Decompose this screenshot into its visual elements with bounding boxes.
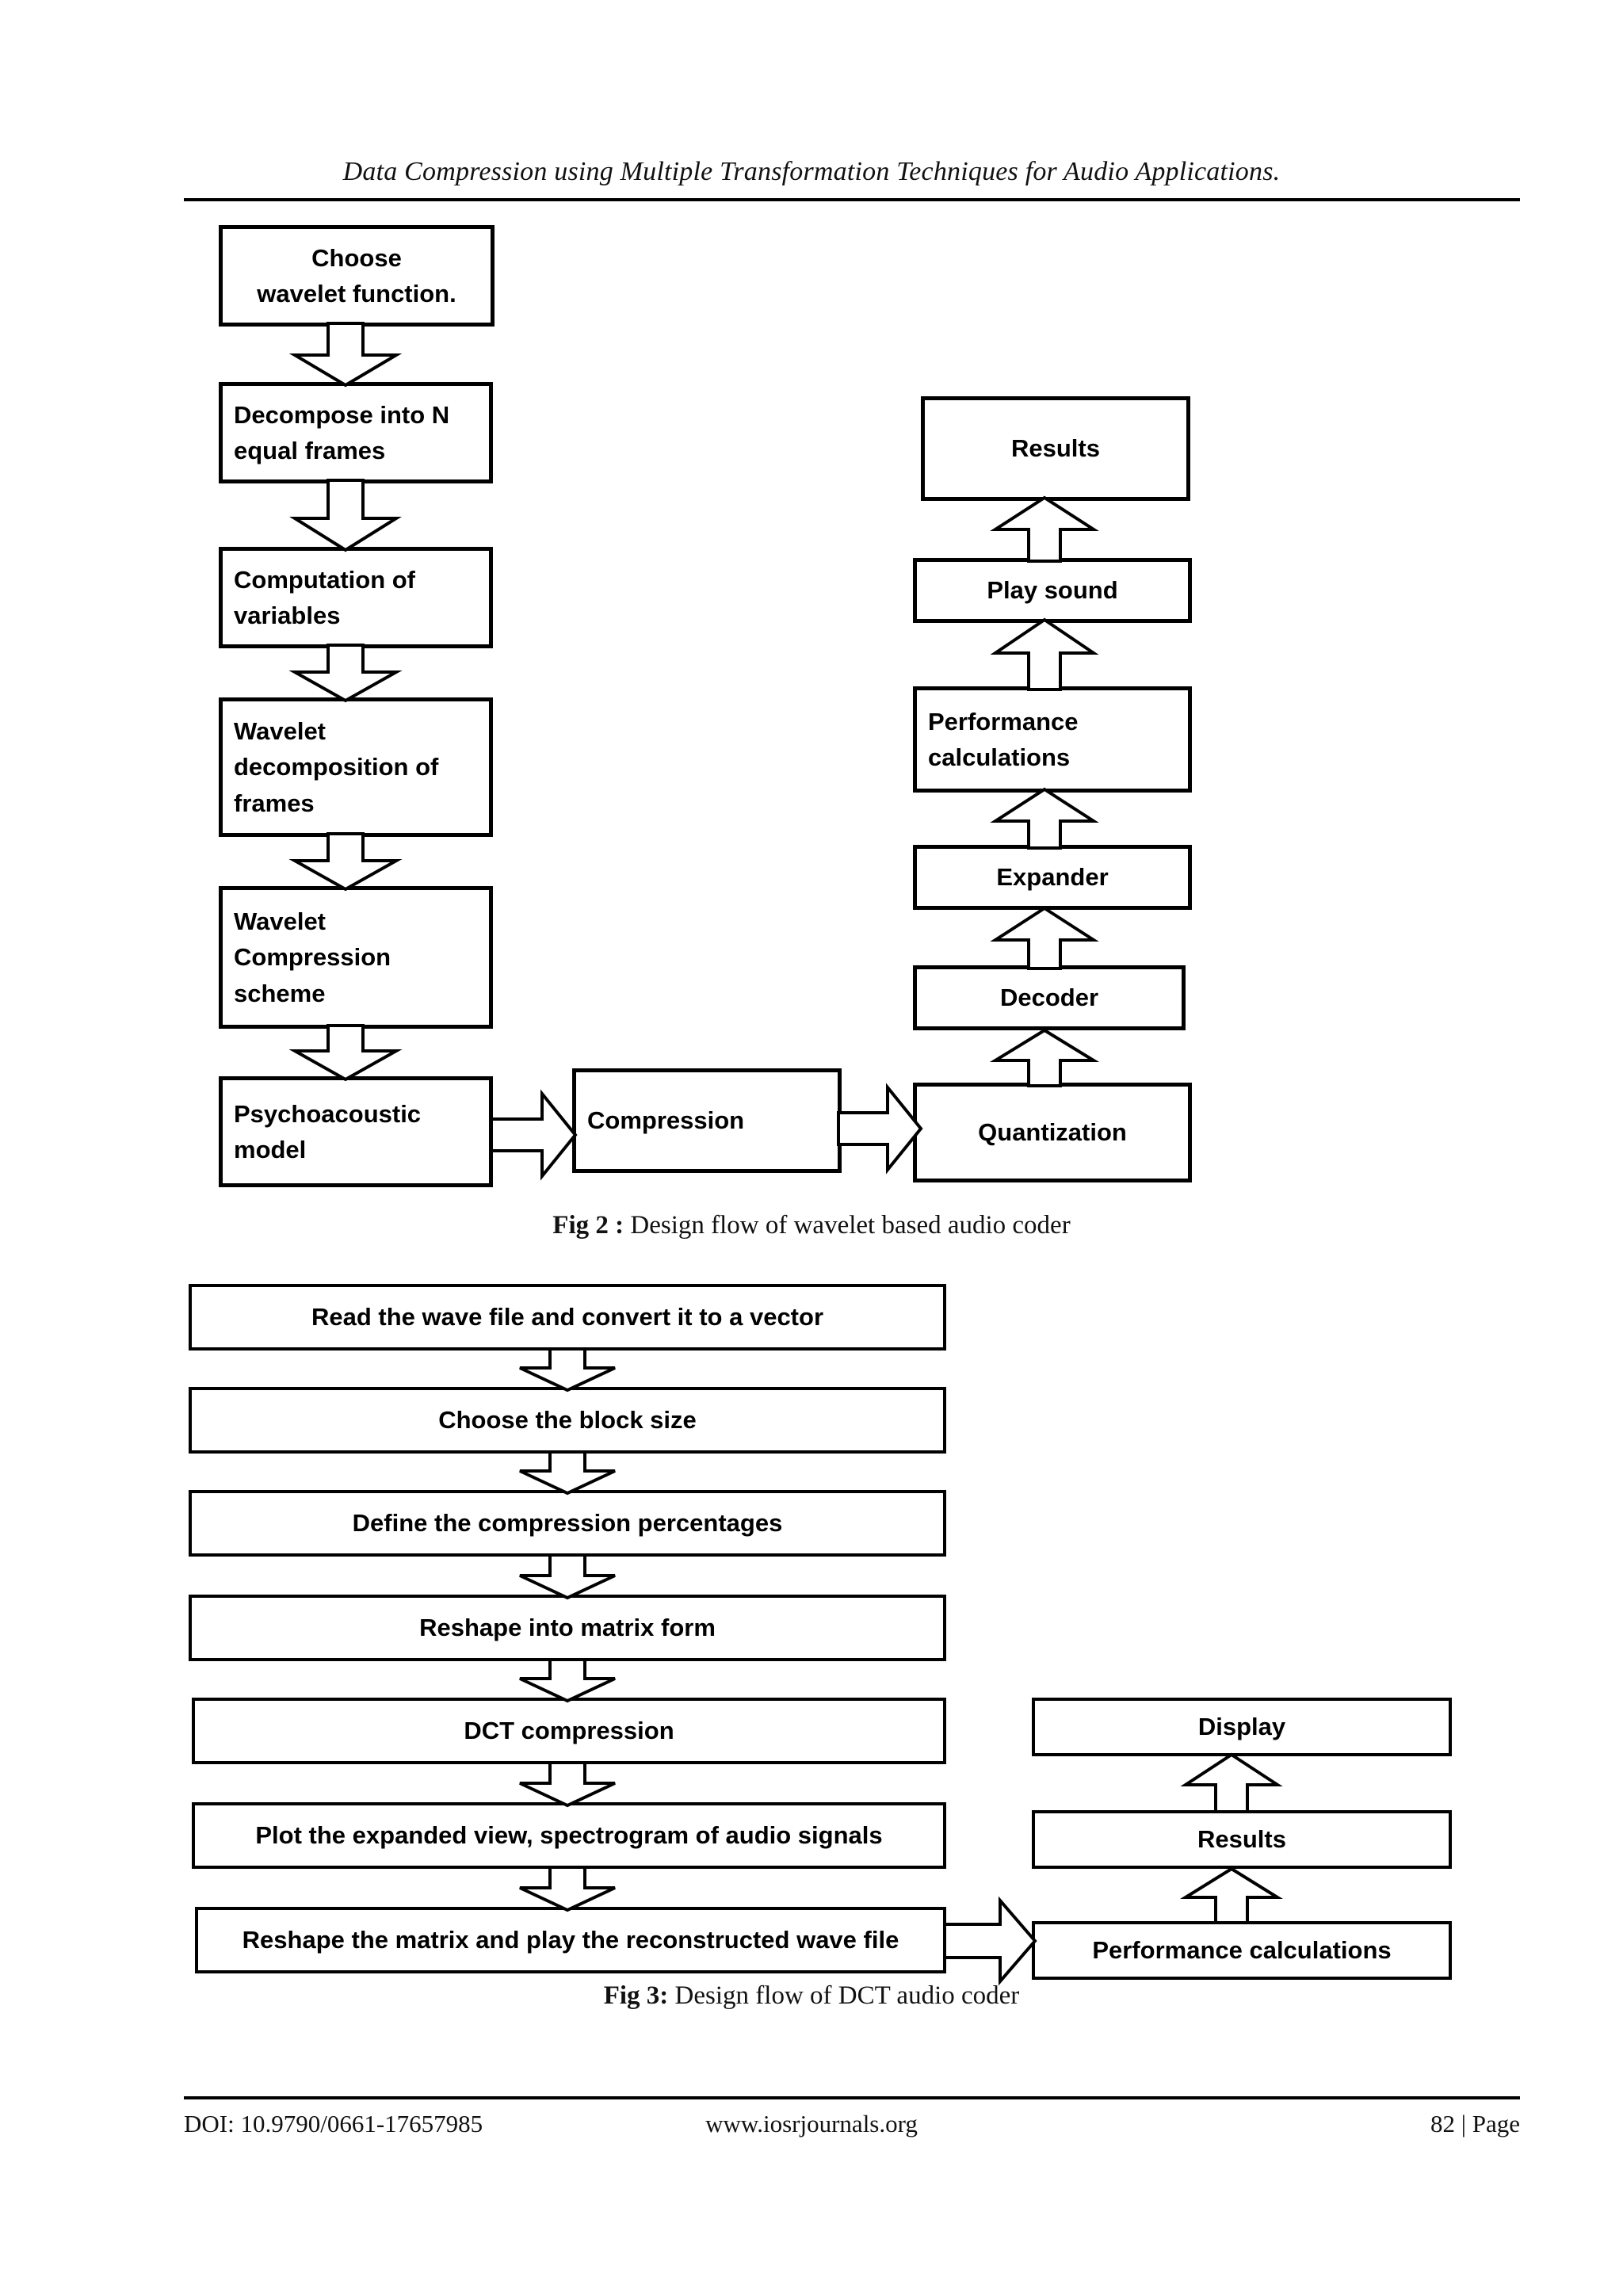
header-divider-rule <box>184 198 1520 201</box>
fig2-box-choose-wavelet-function: Choose wavelet function. <box>219 225 495 327</box>
fig2-box-computation-of-variables: Computation of variables <box>219 547 493 648</box>
fig3-caption-label: Fig 3: <box>603 1981 669 2010</box>
fig2-box-decompose-into-n-equal-frames: Decompose into N equal frames <box>219 382 493 483</box>
fig3-arrow-down-4 <box>519 1658 616 1703</box>
footer-divider-rule <box>184 2096 1520 2099</box>
fig3-arrow-up-performance-to-results <box>1179 1866 1284 1924</box>
fig3-arrow-down-2 <box>519 1450 616 1496</box>
fig2-arrow-down-3 <box>288 644 403 703</box>
fig2-caption: Fig 2 : Design flow of wavelet based aud… <box>0 1211 1623 1240</box>
fig3-arrow-up-results-to-display <box>1180 1752 1283 1813</box>
fig2-box-play-sound: Play sound <box>913 558 1192 623</box>
fig3-box-read-wave-file: Read the wave file and convert it to a v… <box>189 1284 946 1350</box>
fig3-box-define-compression-percentages: Define the compression percentages <box>189 1490 946 1557</box>
fig2-arrow-right-compression-to-quantization <box>837 1083 923 1175</box>
fig2-box-compression: Compression <box>572 1068 842 1173</box>
fig2-box-wavelet-decomposition-of-frames: Wavelet decomposition of frames <box>219 697 493 837</box>
fig3-caption-text: Design flow of DCT audio coder <box>668 1981 1020 2010</box>
fig2-caption-label: Fig 2 : <box>552 1211 624 1240</box>
fig2-arrow-up-quantization-to-decoder <box>989 1028 1100 1087</box>
fig2-arrow-up-expander-to-performance <box>990 787 1099 850</box>
fig3-arrow-down-3 <box>519 1553 616 1600</box>
fig2-box-quantization: Quantization <box>913 1083 1192 1182</box>
fig2-arrow-right-psychoacoustic-to-compression <box>490 1089 578 1181</box>
fig3-box-dct-compression: DCT compression <box>192 1698 946 1764</box>
fig2-arrow-up-decoder-to-expander <box>990 906 1099 970</box>
fig2-arrow-down-1 <box>288 322 403 388</box>
fig2-caption-text: Design flow of wavelet based audio coder <box>624 1211 1071 1240</box>
fig3-box-plot-expanded-view: Plot the expanded view, spectrogram of a… <box>192 1802 946 1869</box>
fig3-arrow-down-6 <box>519 1866 616 1912</box>
fig3-box-choose-block-size: Choose the block size <box>189 1387 946 1454</box>
fig3-caption: Fig 3: Design flow of DCT audio coder <box>0 1981 1623 2011</box>
fig2-box-performance-calculations: Performance calculations <box>913 686 1192 793</box>
fig2-arrow-up-play-sound-to-results <box>990 495 1099 563</box>
fig3-arrow-right-to-performance-calculations <box>943 1896 1037 1986</box>
fig2-box-psychoacoustic-model: Psychoacoustic model <box>219 1076 493 1187</box>
fig3-box-reshape-into-matrix-form: Reshape into matrix form <box>189 1595 946 1661</box>
fig3-arrow-down-5 <box>519 1761 616 1808</box>
fig2-arrow-down-2 <box>289 479 402 552</box>
fig3-box-performance-calculations: Performance calculations <box>1032 1921 1452 1980</box>
footer-journal-url: www.iosrjournals.org <box>705 2110 918 2137</box>
fig3-arrow-down-1 <box>519 1347 616 1392</box>
footer-doi: DOI: 10.9790/0661-17657985 <box>184 2110 483 2137</box>
fig2-box-wavelet-compression-scheme: Wavelet Compression scheme <box>219 886 493 1029</box>
fig2-arrow-up-performance-to-play-sound <box>990 617 1099 691</box>
fig2-box-expander: Expander <box>913 845 1192 910</box>
fig2-box-results: Results <box>921 396 1190 501</box>
running-header-title: Data Compression using Multiple Transfor… <box>342 157 1281 186</box>
fig3-box-reshape-and-play: Reshape the matrix and play the reconstr… <box>195 1907 946 1973</box>
footer-page-number: 82 | Page <box>1430 2110 1520 2137</box>
fig2-arrow-down-5 <box>288 1024 403 1082</box>
fig3-box-results: Results <box>1032 1810 1452 1869</box>
fig2-box-decoder: Decoder <box>913 965 1186 1030</box>
fig2-arrow-down-4 <box>288 832 403 892</box>
fig3-box-display: Display <box>1032 1698 1452 1756</box>
